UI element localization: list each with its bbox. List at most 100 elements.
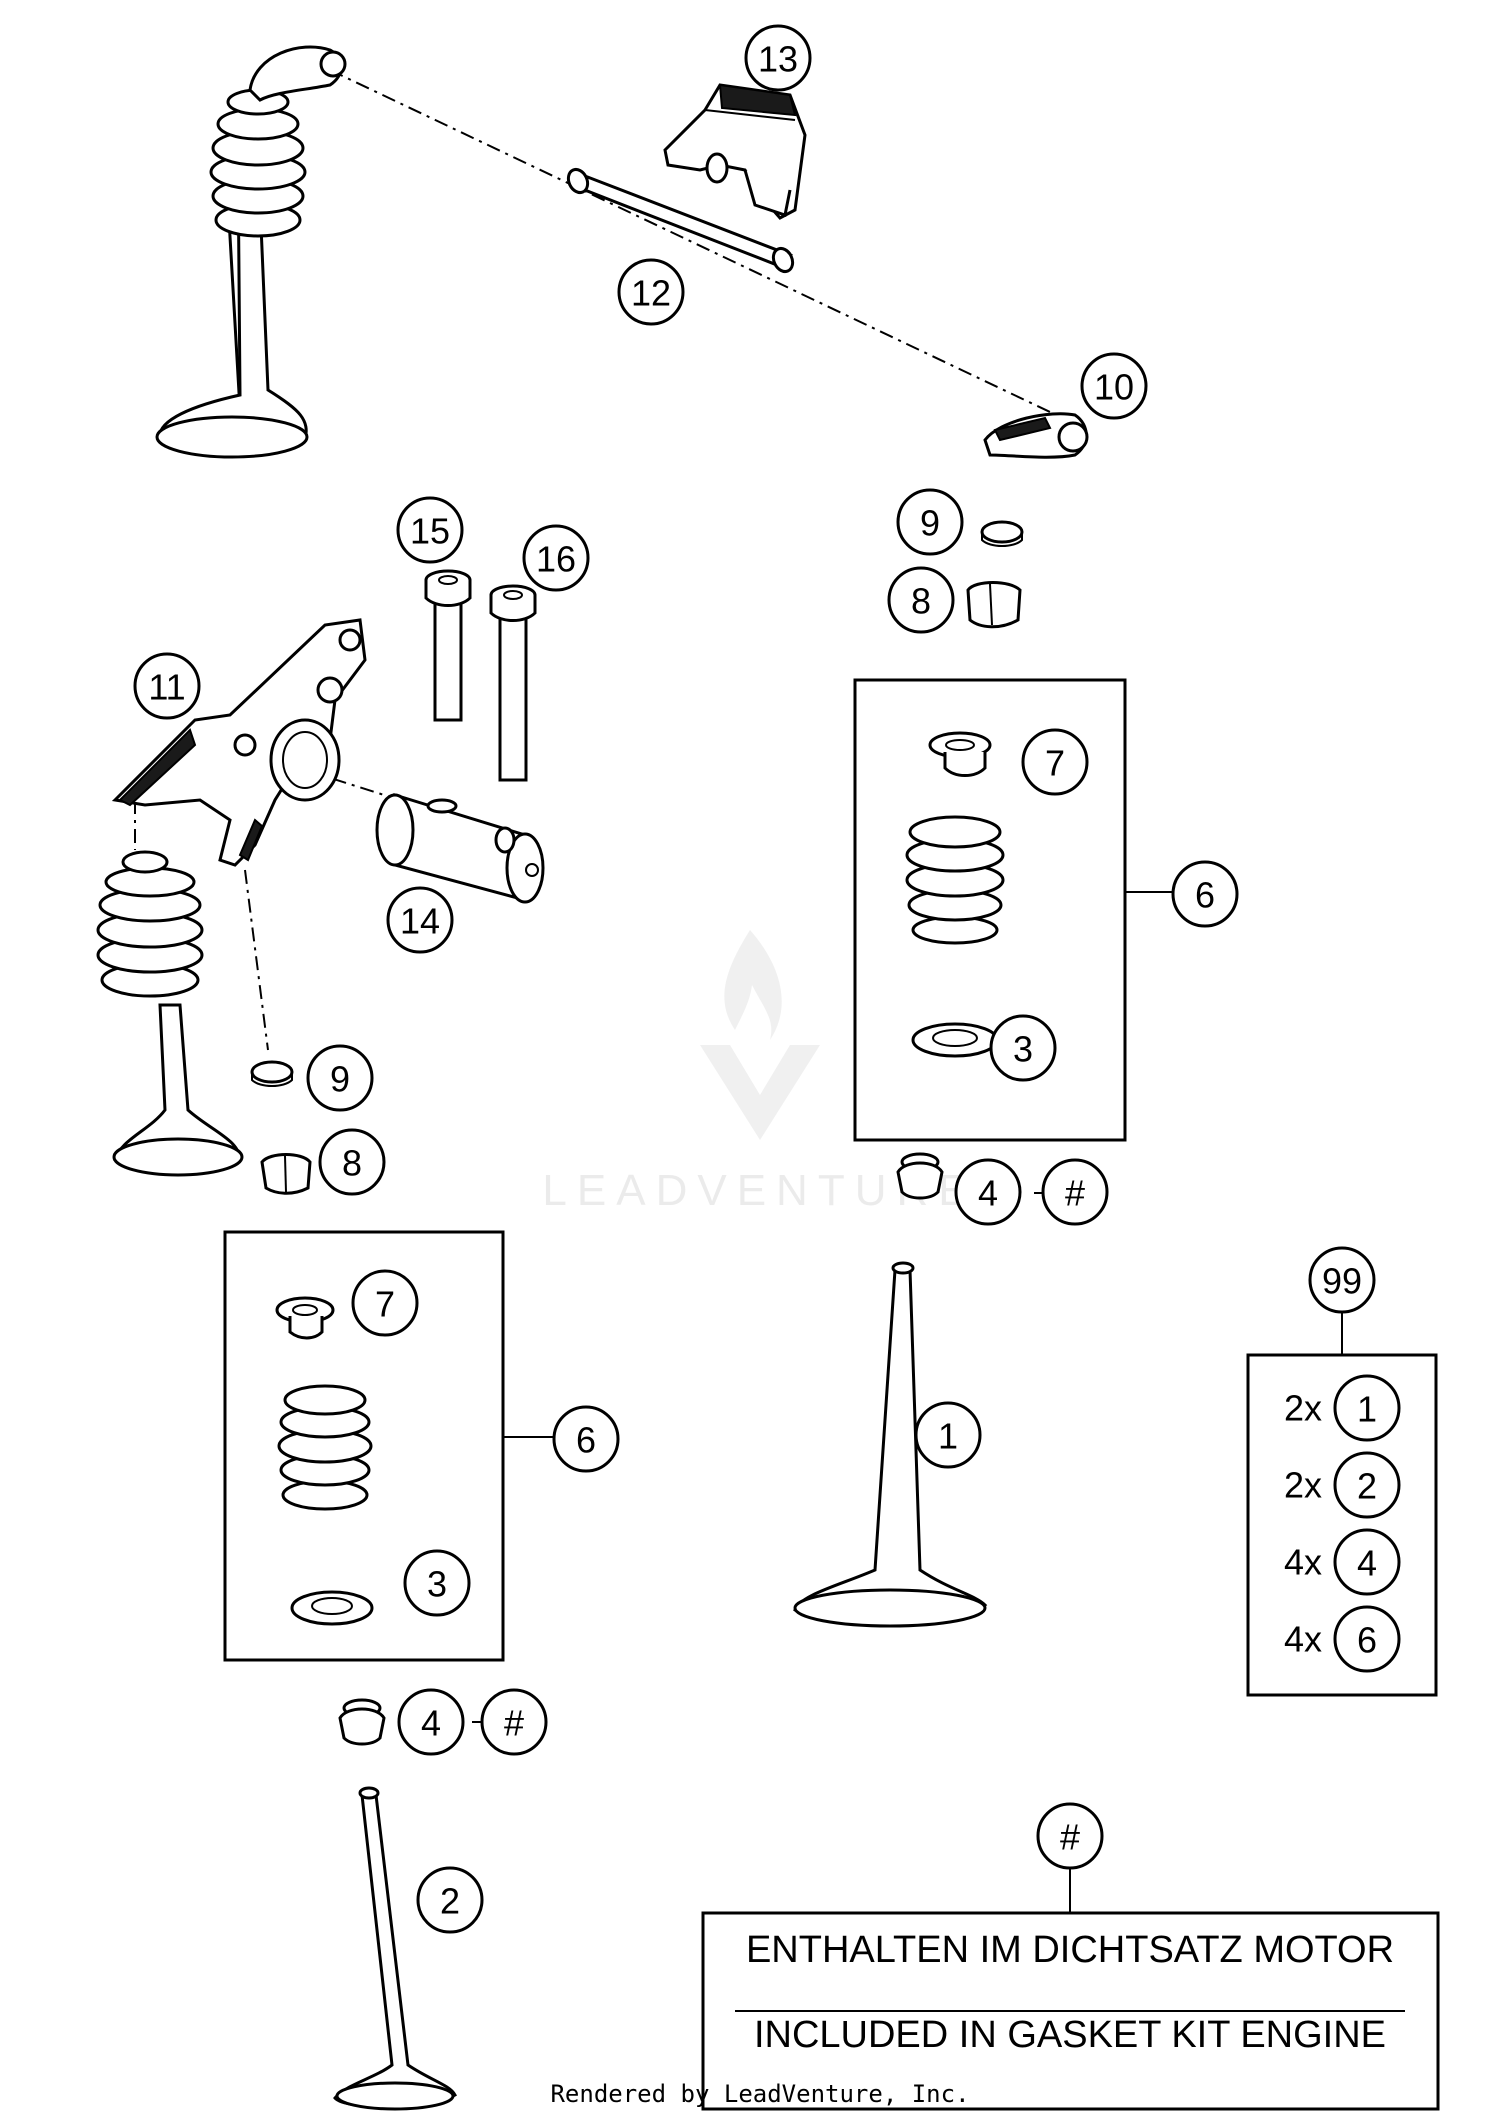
rocker-arm-shim-line: [244, 869, 269, 1051]
upper-spring-kit-box: [853, 678, 1127, 1142]
callout-c6b: 6: [552, 1405, 620, 1473]
callout-label: 6: [576, 1420, 596, 1461]
callout-label: 8: [911, 581, 931, 622]
callout-c9a: 9: [896, 488, 964, 556]
callout-c13: 13: [744, 24, 812, 92]
callout-label: 9: [330, 1059, 350, 1100]
callout-c8b: 8: [318, 1128, 386, 1196]
callout-circle: [480, 1688, 548, 1756]
callout-c6a: 6: [1171, 860, 1239, 928]
callout-circle: [396, 496, 464, 564]
callout-c1: 1: [914, 1401, 982, 1469]
callout-label: 8: [342, 1143, 362, 1184]
footer-credit: Rendered by LeadVenture, Inc.: [550, 2080, 969, 2108]
middle-left-valve-assembly: [96, 850, 244, 1177]
callout-c4ah: #: [1041, 1158, 1109, 1226]
watermark-flame-icon: [724, 930, 782, 1040]
callout-c8a: 8: [887, 566, 955, 634]
kit-item-ref: 4: [1357, 1543, 1377, 1584]
callout-circle: [318, 1128, 386, 1196]
callout-circle: [306, 1044, 374, 1112]
callout-c16: 16: [522, 524, 590, 592]
callout-label: 3: [427, 1564, 447, 1605]
top-valve-spring: [209, 88, 307, 238]
callout-circle: [989, 1014, 1057, 1082]
callout-label: 7: [375, 1284, 395, 1325]
callout-c4b: 4: [397, 1688, 465, 1756]
callout-c3a: 3: [989, 1014, 1057, 1082]
note-line-english: INCLUDED IN GASKET KIT ENGINE: [754, 2014, 1386, 2056]
part-9-upper-shim: [980, 520, 1024, 547]
callout-circle: [403, 1549, 471, 1617]
kit-item-ref: 2: [1357, 1466, 1377, 1507]
kit-item-qty: 4x: [1284, 1619, 1322, 1660]
kit-item-circle: [1333, 1374, 1401, 1442]
callout-label: 16: [536, 539, 576, 580]
callout-label: 1: [938, 1416, 958, 1457]
upper-spring-kit-parts: [905, 731, 1005, 1058]
note-line-german: ENTHALTEN IM DICHTSATZ MOTOR: [746, 1929, 1394, 1971]
part-4-lower-seal: [338, 1698, 386, 1746]
note-box: [701, 1911, 1440, 2111]
callout-label: 99: [1322, 1261, 1362, 1302]
note-ref-callout: #: [1036, 1802, 1104, 1870]
callout-label: 15: [410, 511, 450, 552]
callout-label: 3: [1013, 1029, 1033, 1070]
callout-c10: 10: [1080, 352, 1148, 420]
kit-item-qty: 2x: [1284, 1465, 1322, 1506]
callout-circle: [351, 1269, 419, 1337]
rocker-pin-axis-line: [304, 769, 401, 801]
callout-circle: [1021, 728, 1089, 796]
callout-c4a: 4: [954, 1158, 1022, 1226]
part-1-valve: [793, 1261, 988, 1628]
kit-99-callout: 99: [1308, 1246, 1376, 1314]
callout-circle: [1036, 1802, 1104, 1870]
middle-left-valve-spring: [96, 850, 204, 998]
part-12-shaft: [566, 167, 795, 274]
callout-label: #: [1065, 1173, 1085, 1214]
part-4-upper-seal: [896, 1152, 944, 1200]
callout-circle: [397, 1688, 465, 1756]
callout-c7b: 7: [351, 1269, 419, 1337]
kit-item-qty: 4x: [1284, 1542, 1322, 1583]
callout-c14: 14: [386, 886, 454, 954]
callout-label: 4: [421, 1703, 441, 1744]
callout-circle: [552, 1405, 620, 1473]
callout-circle: [744, 24, 812, 92]
part-8-lower-cotter: [260, 1153, 312, 1195]
callout-circle: [887, 566, 955, 634]
kit-item-qty: 2x: [1284, 1388, 1322, 1429]
kit-item-row: 4x 6: [1284, 1605, 1401, 1673]
callout-label: #: [504, 1703, 524, 1744]
part-2-valve: [333, 1786, 457, 2111]
callout-c12: 12: [617, 258, 685, 326]
callout-circle: [914, 1401, 982, 1469]
watermark-text: LEADVENTURE: [542, 1166, 977, 1215]
part-11-rocker-arm: [111, 618, 367, 867]
callout-label: 13: [758, 39, 798, 80]
callout-circle: [386, 886, 454, 954]
callout-circle: [1080, 352, 1148, 420]
part-14-pin: [375, 792, 545, 904]
kit-item-ref: 6: [1357, 1620, 1377, 1661]
callout-label: #: [1060, 1817, 1080, 1858]
part-15-bolt: [424, 569, 472, 722]
callout-circle: [1308, 1246, 1376, 1314]
callout-label: 10: [1094, 367, 1134, 408]
callout-label: 7: [1045, 743, 1065, 784]
watermark: LEADVENTURE: [542, 930, 977, 1215]
lower-spring-kit-parts: [275, 1296, 374, 1626]
callout-label: 12: [631, 273, 671, 314]
callout-circle: [617, 258, 685, 326]
callout-label: 4: [978, 1173, 998, 1214]
kit-item-row: 4x 4: [1284, 1528, 1401, 1596]
callout-label: 6: [1195, 875, 1215, 916]
callout-circle: [133, 652, 201, 720]
callout-label: 2: [440, 1881, 460, 1922]
kit-item-row: 2x 2: [1284, 1451, 1401, 1519]
callout-c9b: 9: [306, 1044, 374, 1112]
